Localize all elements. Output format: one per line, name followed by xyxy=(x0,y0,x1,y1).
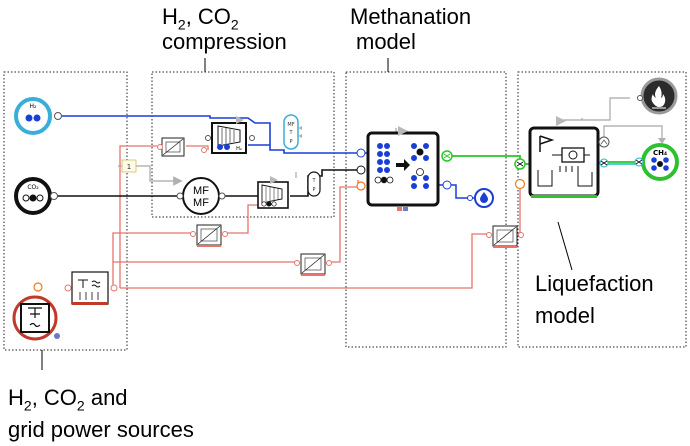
liquefaction-port-ch4-in-mark xyxy=(516,161,524,167)
converter-methanation[interactable] xyxy=(300,253,326,276)
co2-compressor[interactable] xyxy=(257,181,289,209)
converter-co2-port-r[interactable] xyxy=(222,231,228,237)
methanation-port-ch4-out-mark xyxy=(443,153,451,159)
co2-source[interactable]: CO₂ xyxy=(14,177,52,215)
h2-compressor-signal-input[interactable] xyxy=(236,116,244,124)
ch4-sink-signal xyxy=(658,138,666,144)
methanation-bottom-indicator-b xyxy=(403,207,408,211)
power-distribution-box[interactable] xyxy=(71,271,109,305)
power-box-port-right[interactable] xyxy=(110,284,118,292)
converter-h2[interactable] xyxy=(161,137,185,157)
liquefaction-unit[interactable] xyxy=(528,126,600,198)
h2-sensor-signal-arrows xyxy=(298,126,302,138)
converter-co2[interactable] xyxy=(196,224,222,247)
water-sink-port[interactable] xyxy=(467,195,473,201)
methanation-label: Methanation model xyxy=(350,4,472,54)
mass-flow-port-right[interactable] xyxy=(218,192,226,200)
ch4-sink-label: CH₄ xyxy=(653,149,667,157)
liquefaction-port-lng-out-mark xyxy=(600,160,608,166)
liquefaction-signal-node[interactable] xyxy=(598,136,610,148)
h2-source-label: H₂ xyxy=(30,103,38,110)
compression-label: H2, CO2 compression xyxy=(162,4,287,54)
mass-flow-label-bottom: MF xyxy=(193,197,209,209)
h2-compressor-port-in[interactable] xyxy=(205,135,211,141)
power-lines xyxy=(38,145,521,289)
methanation-reactor[interactable] xyxy=(366,131,440,207)
ch4-sink-port-mark xyxy=(635,159,643,165)
liquefaction-leader xyxy=(557,221,573,271)
methanation-bottom-indicator-a xyxy=(397,207,402,211)
liquefaction-label: Liquefaction model xyxy=(535,271,654,328)
signal-constant[interactable]: 1 xyxy=(121,159,137,173)
h2-sensor-mf: MF xyxy=(287,122,294,128)
converter-liquefaction-port-l[interactable] xyxy=(486,232,492,238)
water-sink[interactable] xyxy=(474,188,494,208)
signal-constant-value: 1 xyxy=(127,163,131,171)
co2-sensor-p: P xyxy=(312,187,315,193)
h2-sensor-t: T xyxy=(288,130,293,136)
methanation-port-power[interactable] xyxy=(356,181,366,191)
liquefaction-signal-input[interactable] xyxy=(556,116,566,126)
h2-line xyxy=(62,115,372,154)
converter-liquefaction-port-r[interactable] xyxy=(518,232,524,238)
h2-sensor-p: P xyxy=(289,139,292,145)
h2-compressor-port-out[interactable] xyxy=(249,135,255,141)
methanation-port-co2[interactable] xyxy=(356,165,366,175)
methanation-frame xyxy=(345,71,507,348)
liquefaction-port-power[interactable] xyxy=(514,178,526,190)
liquefaction-signal-node-mark xyxy=(600,139,608,145)
grid-power-port[interactable] xyxy=(33,282,43,292)
h2-source-port[interactable] xyxy=(54,112,62,120)
ch4-sink[interactable]: CH₄ xyxy=(641,143,679,181)
liquefaction-frame xyxy=(517,71,687,348)
converter-liquefaction[interactable] xyxy=(492,225,518,248)
mass-flow-label-top: MF xyxy=(193,185,209,197)
co2-sensor-t: T xyxy=(311,178,316,184)
converter-h2-port[interactable] xyxy=(157,144,163,150)
h2-compressor[interactable]: H₂ xyxy=(211,122,247,154)
methanation-port-h2[interactable] xyxy=(356,148,366,158)
grid-power-indicator xyxy=(54,333,60,339)
sources-frame xyxy=(3,71,128,351)
converter-methanation-port-l[interactable] xyxy=(294,260,300,266)
mass-flow-source[interactable]: MF MF xyxy=(182,177,220,215)
power-box-port-left[interactable] xyxy=(64,284,72,292)
co2-line-3 xyxy=(290,169,360,197)
grid-power-source[interactable] xyxy=(12,295,58,341)
h2-compressor-label: H₂ xyxy=(236,146,242,152)
co2-source-port[interactable] xyxy=(50,192,58,200)
heat-sink[interactable] xyxy=(640,77,678,115)
methanation-port-water-out[interactable] xyxy=(442,180,452,190)
converter-h2-port-out[interactable] xyxy=(201,147,207,153)
co2-sensor[interactable]: T P xyxy=(307,171,321,197)
converter-co2-port-l[interactable] xyxy=(190,231,196,237)
converter-methanation-port-r[interactable] xyxy=(326,260,332,266)
co2-compressor-signal-input[interactable] xyxy=(270,176,278,184)
flame-icon xyxy=(651,86,666,107)
sources-label: H2, CO2 and grid power sources xyxy=(8,385,194,442)
methanation-signal-input[interactable] xyxy=(398,126,408,136)
h2-source[interactable]: H₂ xyxy=(14,97,52,135)
mass-flow-port-left[interactable] xyxy=(176,192,184,200)
co2-source-label: CO₂ xyxy=(27,184,39,191)
h2-sensor[interactable]: MF T P xyxy=(283,114,299,150)
heat-sink-port[interactable] xyxy=(637,95,643,101)
compression-frame xyxy=(151,71,335,218)
